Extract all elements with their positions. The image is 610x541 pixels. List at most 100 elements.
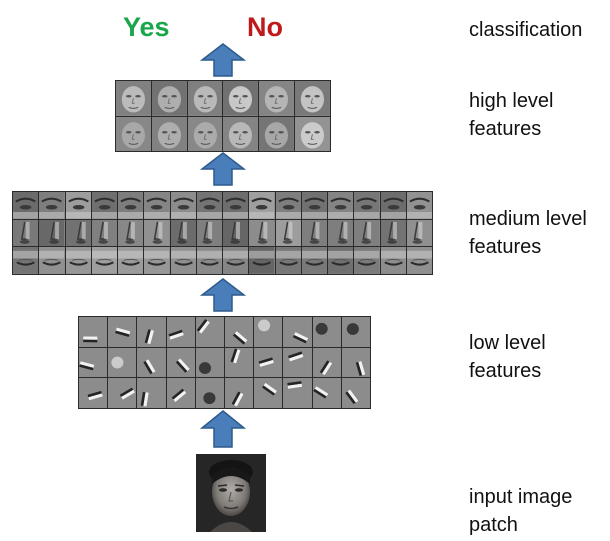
part-feature-tile (380, 247, 406, 274)
edge-feature-tile (166, 378, 195, 408)
part-feature-tile (13, 219, 39, 247)
up-arrow-icon (200, 410, 246, 448)
part-feature-tile (328, 247, 354, 274)
part-feature-tile (39, 192, 65, 219)
edge-feature-tile (166, 347, 195, 378)
edge-feature-tile (79, 317, 108, 347)
edge-feature-tile (108, 378, 137, 408)
part-feature-tile (301, 247, 327, 274)
label-high-level-line2: features (469, 118, 542, 140)
part-feature-tile (39, 219, 65, 247)
part-feature-tile (354, 247, 380, 274)
part-feature-tile (249, 192, 275, 219)
up-arrow-icon (200, 278, 246, 312)
part-feature-tile (223, 192, 249, 219)
part-feature-tile (196, 192, 222, 219)
classification-yes: Yes (123, 12, 170, 42)
part-feature-tile (380, 219, 406, 247)
edge-feature-tile (137, 378, 166, 408)
part-feature-tile (249, 247, 275, 274)
edge-feature-tile (341, 347, 370, 378)
edge-feature-tile (283, 317, 312, 347)
edge-feature-tile (283, 378, 312, 408)
face-feature-tile (223, 81, 259, 116)
face-feature-tile (295, 116, 330, 151)
part-feature-tile (223, 247, 249, 274)
part-feature-tile (249, 219, 275, 247)
part-feature-tile (65, 219, 91, 247)
label-input-line1: input image (469, 486, 573, 508)
edge-feature-tile (312, 347, 341, 378)
edge-feature-tile (108, 347, 137, 378)
edge-feature-tile (254, 317, 283, 347)
part-feature-tile (118, 219, 144, 247)
edge-feature-tile (341, 317, 370, 347)
label-medium-level-line1: medium level (469, 208, 587, 230)
low-level-feature-grid (78, 316, 371, 409)
part-feature-tile (275, 192, 301, 219)
edge-feature-tile (195, 347, 224, 378)
label-low-level-line1: low level (469, 332, 546, 354)
label-medium-level-line2: features (469, 236, 542, 258)
part-feature-tile (406, 192, 432, 219)
up-arrow-icon (200, 152, 246, 186)
face-feature-tile (151, 116, 187, 151)
part-feature-tile (170, 192, 196, 219)
face-feature-tile (116, 116, 151, 151)
part-feature-tile (144, 219, 170, 247)
label-high-level-line1: high level (469, 90, 554, 112)
part-feature-tile (170, 247, 196, 274)
part-feature-tile (328, 192, 354, 219)
part-feature-tile (196, 219, 222, 247)
edge-feature-tile (166, 317, 195, 347)
edge-feature-tile (254, 378, 283, 408)
edge-feature-tile (195, 378, 224, 408)
edge-feature-tile (283, 347, 312, 378)
edge-feature-tile (225, 378, 254, 408)
part-feature-tile (301, 192, 327, 219)
face-feature-tile (187, 81, 223, 116)
part-feature-tile (301, 219, 327, 247)
edge-feature-tile (312, 317, 341, 347)
face-feature-tile (295, 81, 330, 116)
part-feature-tile (91, 247, 117, 274)
edge-feature-tile (225, 347, 254, 378)
part-feature-tile (91, 219, 117, 247)
face-feature-tile (223, 116, 259, 151)
classification-no: No (247, 12, 283, 42)
face-feature-tile (187, 116, 223, 151)
edge-feature-tile (79, 347, 108, 378)
part-feature-tile (275, 247, 301, 274)
face-feature-tile (116, 81, 151, 116)
part-feature-tile (354, 192, 380, 219)
part-feature-tile (91, 192, 117, 219)
face-feature-tile (151, 81, 187, 116)
part-feature-tile (65, 247, 91, 274)
part-feature-tile (380, 192, 406, 219)
part-feature-tile (275, 219, 301, 247)
edge-feature-tile (254, 347, 283, 378)
part-feature-tile (223, 219, 249, 247)
edge-feature-tile (137, 347, 166, 378)
part-feature-tile (406, 219, 432, 247)
label-classification: classification (469, 19, 583, 41)
part-feature-tile (39, 247, 65, 274)
edge-feature-tile (79, 378, 108, 408)
part-feature-tile (13, 247, 39, 274)
part-feature-tile (144, 247, 170, 274)
face-feature-tile (259, 116, 295, 151)
edge-feature-tile (108, 317, 137, 347)
label-low-level-line2: features (469, 360, 542, 382)
part-feature-tile (118, 192, 144, 219)
edge-feature-tile (225, 317, 254, 347)
label-input-line2: patch (469, 514, 518, 536)
medium-level-feature-grid (12, 191, 433, 275)
high-level-feature-grid (115, 80, 331, 152)
edge-feature-tile (341, 378, 370, 408)
input-face-image (196, 454, 266, 532)
part-feature-tile (406, 247, 432, 274)
part-feature-tile (118, 247, 144, 274)
edge-feature-tile (195, 317, 224, 347)
part-feature-tile (170, 219, 196, 247)
edge-feature-tile (137, 317, 166, 347)
